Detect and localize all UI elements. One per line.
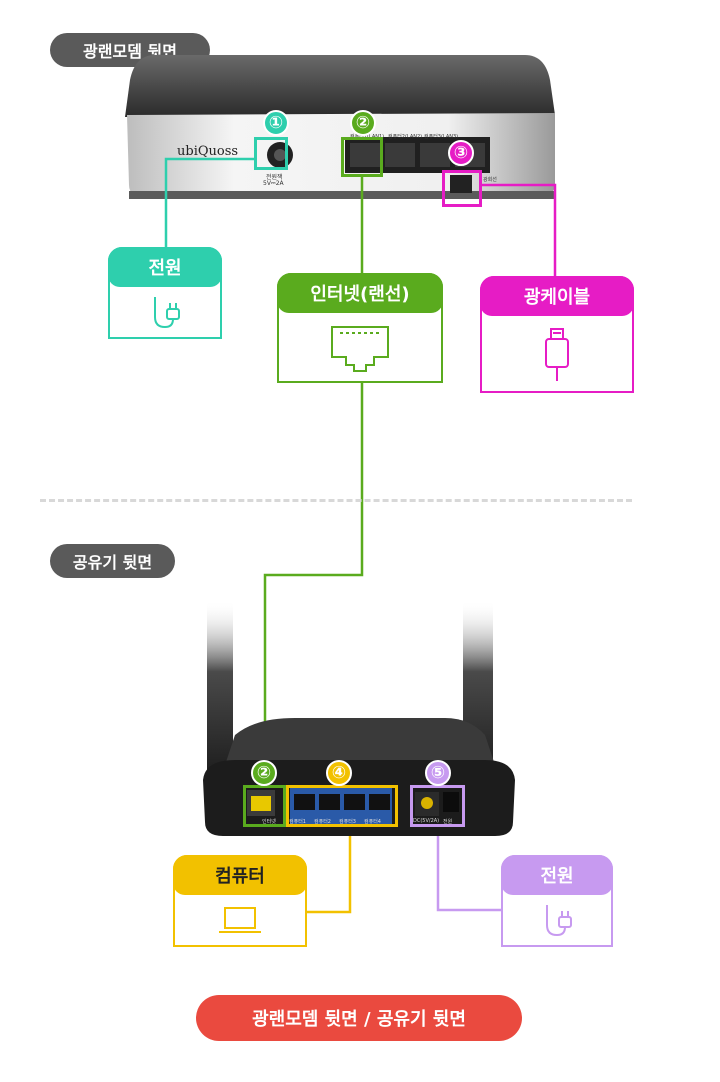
modem-power-spec: 5V⎓2A	[263, 180, 284, 187]
modem-power-jack-label: 전원잭	[266, 174, 283, 181]
marker-2-router: ②	[251, 760, 277, 786]
power-plug-icon	[503, 901, 611, 941]
router-dc-label: DC(5V/2A)	[413, 818, 440, 824]
power-box-router-title: 전원	[501, 855, 613, 895]
power-plug-icon	[110, 293, 220, 333]
internet-box-title: 인터넷(랜선)	[277, 273, 443, 313]
marker-5: ⑤	[425, 760, 451, 786]
modem-lan-3-label: 컴퓨터3(LAN3)	[424, 134, 459, 140]
internet-box: 인터넷(랜선)	[277, 273, 443, 383]
router-back-label: 공유기 뒷면	[50, 544, 175, 578]
marker-3: ③	[448, 140, 474, 166]
modem-optical-highlight	[442, 170, 482, 207]
router-pc4-label: 컴퓨터4	[364, 819, 381, 825]
marker-2-modem: ②	[350, 110, 376, 136]
ethernet-port-icon	[279, 319, 441, 377]
section-divider	[40, 499, 632, 502]
router-internet-highlight	[243, 785, 286, 827]
optical-cable-icon	[482, 322, 632, 387]
computer-box-title: 컴퓨터	[173, 855, 307, 895]
laptop-icon	[175, 901, 305, 941]
router-pc3-label: 컴퓨터3	[339, 819, 356, 825]
marker-4: ④	[326, 760, 352, 786]
modem-lan-2-label: 컴퓨터2(LAN2)	[388, 134, 423, 140]
modem-power-highlight	[254, 137, 288, 170]
router-pc-ports-highlight	[286, 785, 398, 827]
power-box-router: 전원	[501, 855, 613, 947]
router-pc1-label: 컴퓨터1	[289, 819, 306, 825]
router-internet-label: 인터넷	[262, 819, 276, 825]
modem-brand: ubiQuoss	[177, 144, 239, 159]
optical-box-title: 광케이블	[480, 276, 634, 316]
modem-optical-label: 광회선	[483, 177, 497, 183]
modem-internet-highlight	[341, 137, 383, 177]
computer-box: 컴퓨터	[173, 855, 307, 947]
router-power-switch-label: 전원	[443, 819, 453, 825]
marker-1: ①	[263, 110, 289, 136]
footer-title: 광랜모뎀 뒷면 / 공유기 뒷면	[196, 995, 522, 1041]
router-pc2-label: 컴퓨터2	[314, 819, 331, 825]
router-power-highlight	[410, 785, 465, 827]
power-box-modem-title: 전원	[108, 247, 222, 287]
power-box-modem: 전원	[108, 247, 222, 339]
optical-box: 광케이블	[480, 276, 634, 393]
